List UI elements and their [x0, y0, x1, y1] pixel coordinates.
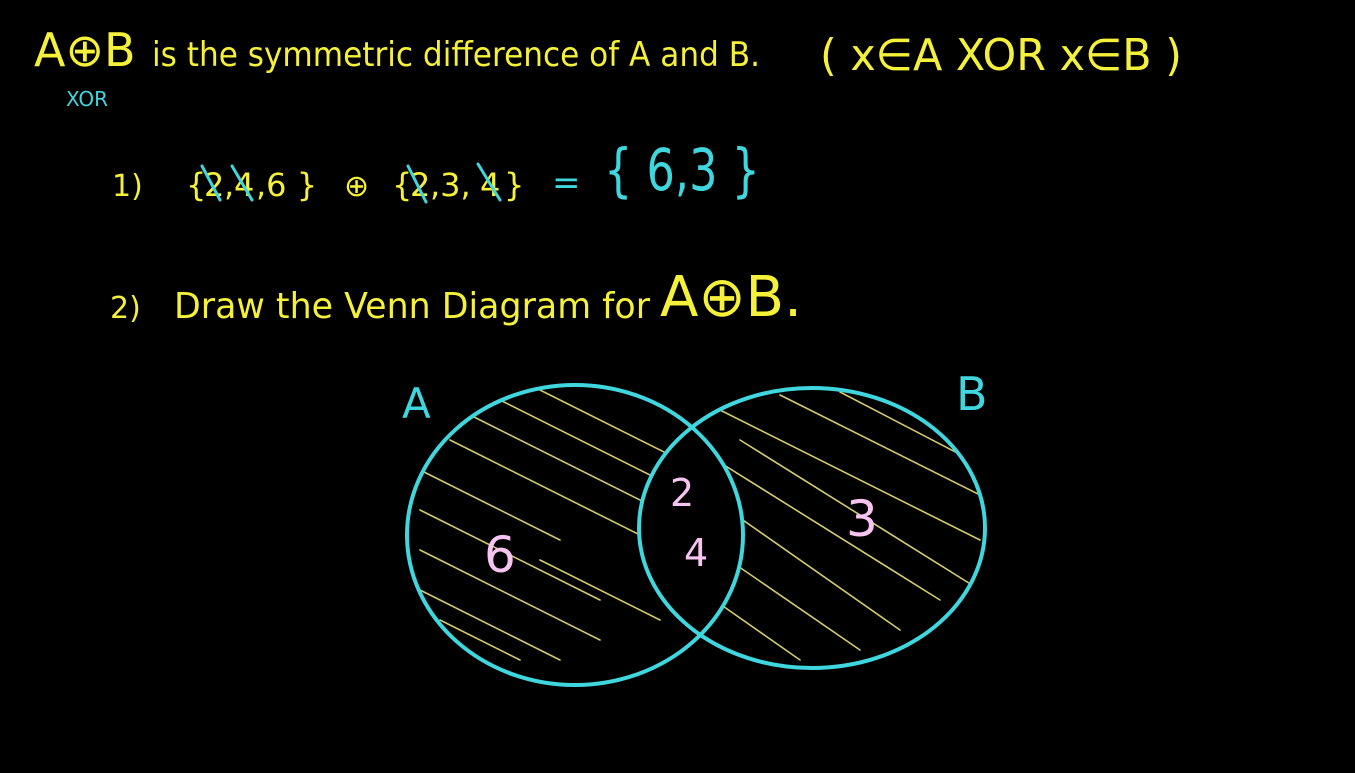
set-b-open-brace: {: [392, 166, 412, 204]
example2-expression: A⊕B.: [660, 265, 802, 330]
equals-sign: =: [552, 163, 581, 203]
hatch-a-only: [419, 389, 701, 661]
example1-result: { 6,3 }: [604, 136, 760, 204]
xor-note: XOR: [66, 87, 108, 111]
definition-text: is the symmetric difference of A and B.: [152, 35, 760, 75]
example1-number: 1): [112, 169, 143, 204]
example2-number: 2): [110, 291, 141, 326]
definition-expression: A⊕B: [34, 23, 136, 77]
xor-operator: ⊕: [344, 169, 369, 204]
a-only-element: 6: [484, 526, 516, 584]
set-a-circle: [405, 383, 745, 687]
set-b-circle: [637, 386, 987, 670]
venn-label-a: A: [402, 379, 431, 428]
set-b-close-brace: }: [504, 166, 524, 204]
definition-condition: ( x∈A XOR x∈B ): [820, 30, 1182, 81]
example2-text: Draw the Venn Diagram for: [174, 286, 650, 327]
venn-diagram: A B 6 2 4 3: [402, 367, 988, 687]
set-a-element-2: 2: [204, 166, 224, 204]
crossed-out-elements: [200, 162, 502, 204]
hatch-b-only: [699, 391, 985, 661]
venn-label-b: B: [956, 367, 988, 421]
set-b-element-2: 2: [410, 166, 430, 204]
intersection-element-top: 2: [670, 471, 694, 515]
set-a-open-brace: {: [186, 166, 206, 204]
set-a-separator: ,: [224, 166, 234, 204]
set-a-rest: ,6 }: [256, 166, 317, 204]
b-only-element: 3: [846, 490, 878, 548]
set-b-middle: ,3,: [430, 166, 471, 204]
intersection-element-bottom: 4: [684, 531, 708, 575]
